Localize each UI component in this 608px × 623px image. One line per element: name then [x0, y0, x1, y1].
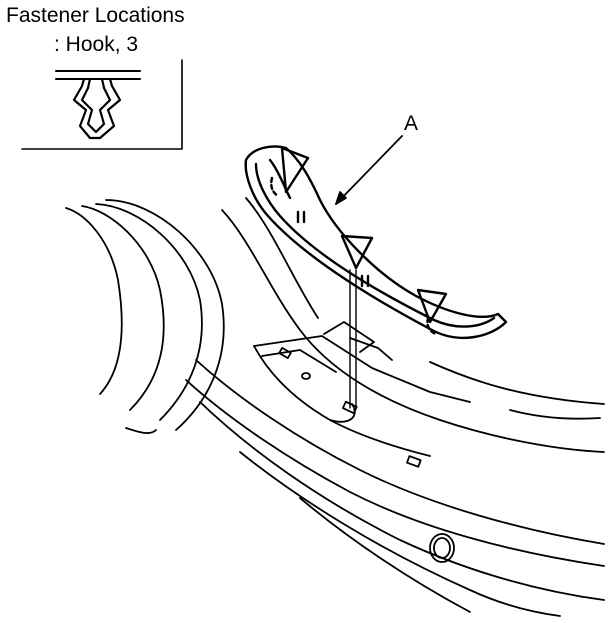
fastener-marker-3	[416, 288, 448, 324]
install-guide-lines	[349, 269, 357, 409]
door-sill	[253, 321, 471, 563]
callout-a-leader	[335, 135, 403, 205]
body-panel	[185, 197, 605, 617]
wheel-arch	[65, 199, 225, 434]
callout-a-label: A	[404, 112, 419, 135]
fastener-legend-box	[21, 59, 183, 150]
legend-subtitle: : Hook, 3	[54, 33, 139, 56]
fastener-marker-2	[340, 234, 374, 270]
legend-title: Fastener Locations	[6, 4, 185, 27]
fastener-marker-1	[280, 146, 310, 194]
hook-clip-icon	[72, 77, 122, 140]
